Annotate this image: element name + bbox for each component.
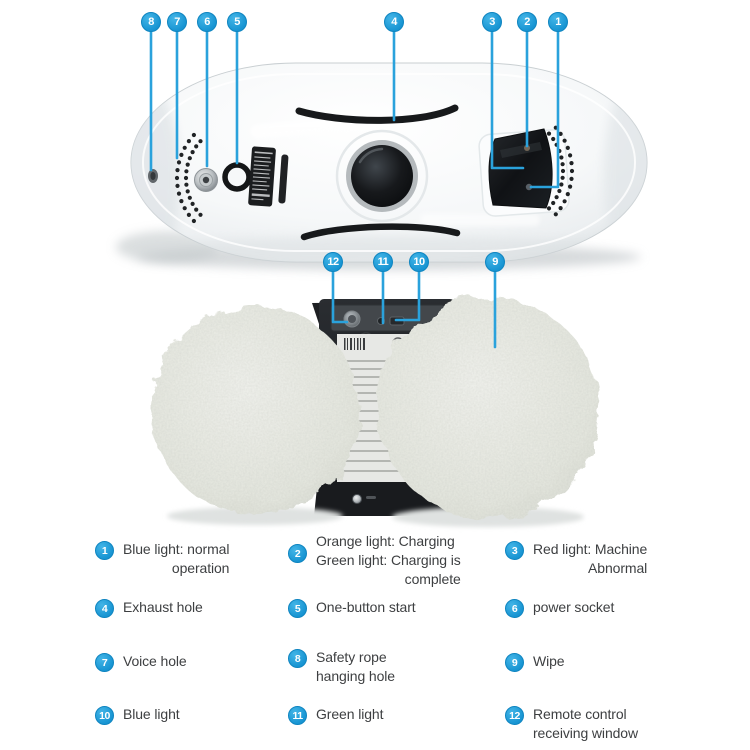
charger-screw [352, 494, 362, 504]
legend-item-1: 1 Blue light: normal operation [95, 540, 229, 578]
left-pad-shadow [167, 507, 343, 525]
legend-badge-6: 6 [505, 599, 524, 618]
legend-badge-1: 1 [95, 541, 114, 560]
legend-label-10: Blue light [123, 705, 180, 724]
exhaust-slot-bottom [300, 223, 461, 241]
legend-label-8: Safety rope hanging hole [316, 648, 395, 686]
legend-badge-10: 10 [95, 706, 114, 725]
callout-line-1 [529, 30, 560, 189]
legend-item-4: 4 Exhaust hole [95, 598, 203, 618]
legend-label-11: Green light [316, 705, 383, 724]
right-voice-dots [546, 125, 575, 217]
legend-label-line: complete [404, 571, 461, 587]
legend-label-line: One-button start [316, 599, 416, 615]
legend-label-line: hanging hole [316, 668, 395, 684]
legend-item-8: 8 Safety rope hanging hole [288, 648, 395, 686]
start-button-ring [222, 162, 252, 192]
legend-label-line: Green light [316, 706, 384, 722]
legend-item-5: 5 One-button start [288, 598, 416, 618]
voice-hole-dots [174, 132, 203, 224]
callout-lines [149, 30, 560, 349]
legend-badge-3: 3 [505, 541, 524, 560]
right-wipe-pad [377, 297, 599, 519]
robot-body [130, 62, 648, 263]
legend-item-10: 10 Blue light [95, 705, 180, 725]
legend-item-11: 11 Green light [288, 705, 383, 725]
exhaust-slot-top [295, 104, 459, 124]
callout-badge-5: 5 [227, 12, 247, 32]
legend-label-12: Remote control receiving window [533, 705, 638, 743]
legend-label-line: Exhaust hole [123, 599, 203, 615]
status-light [525, 183, 533, 191]
legend-badge-11: 11 [288, 706, 307, 725]
legend-label-line: Wipe [533, 653, 565, 669]
legend-label-9: Wipe [533, 652, 565, 671]
legend-label-line: Voice hole [123, 653, 187, 669]
legend-label-6: power socket [533, 598, 614, 617]
callout-badge-8: 8 [141, 12, 161, 32]
callout-badge-2: 2 [517, 12, 537, 32]
left-wipe-pad [151, 306, 359, 514]
legend-badge-9: 9 [505, 653, 524, 672]
callout-badge-6: 6 [197, 12, 217, 32]
charger-marking [366, 496, 376, 499]
legend-badge-12: 12 [505, 706, 524, 725]
legend-label-line: Safety rope [316, 649, 387, 665]
safety-rope-hole-inner [150, 172, 156, 180]
legend-label-line: Blue light [123, 706, 180, 722]
legend-label-4: Exhaust hole [123, 598, 203, 617]
power-socket [194, 168, 218, 192]
legend-label-line: Red light: Machine [533, 541, 648, 557]
legend-item-12: 12 Remote control receiving window [505, 705, 638, 743]
legend-item-9: 9 Wipe [505, 652, 565, 672]
legend-label-1: Blue light: normal operation [123, 540, 229, 578]
legend-label-7: Voice hole [123, 652, 187, 671]
legend-badge-4: 4 [95, 599, 114, 618]
callout-badge-9: 9 [485, 252, 505, 272]
callout-badge-7: 7 [167, 12, 187, 32]
legend-label-line: Abnormal [588, 560, 648, 576]
legend-item-7: 7 Voice hole [95, 652, 187, 672]
legend-label-line: receiving window [533, 725, 639, 741]
legend-badge-2: 2 [288, 544, 307, 563]
callout-line-3 [490, 30, 525, 170]
legend-badge-5: 5 [288, 599, 307, 618]
remote-receiver-lens [348, 315, 356, 323]
legend-label-line: Blue light: normal [123, 541, 230, 557]
callout-line-10 [394, 270, 421, 322]
callout-badge-1: 1 [548, 12, 568, 32]
legend-label-line: power socket [533, 599, 615, 615]
legend-label-line: Remote control [533, 706, 627, 722]
legend-badge-8: 8 [288, 649, 307, 668]
callout-badge-4: 4 [384, 12, 404, 32]
charging-light [524, 145, 530, 151]
robot-illustration [116, 30, 648, 527]
callout-badge-10: 10 [409, 252, 429, 272]
callout-badge-3: 3 [482, 12, 502, 32]
spec-label [248, 146, 289, 207]
callout-line-12 [331, 270, 349, 324]
legend-item-6: 6 power socket [505, 598, 614, 618]
legend-label-line: operation [171, 560, 230, 576]
legend-badge-7: 7 [95, 653, 114, 672]
callout-badge-12: 12 [323, 252, 343, 272]
callout-badge-11: 11 [373, 252, 393, 272]
legend-label-line: Green light: Charging is [316, 552, 461, 568]
legend-label-line: Orange light: Charging [316, 533, 455, 549]
center-fan [335, 129, 429, 223]
legend-label-5: One-button start [316, 598, 416, 617]
